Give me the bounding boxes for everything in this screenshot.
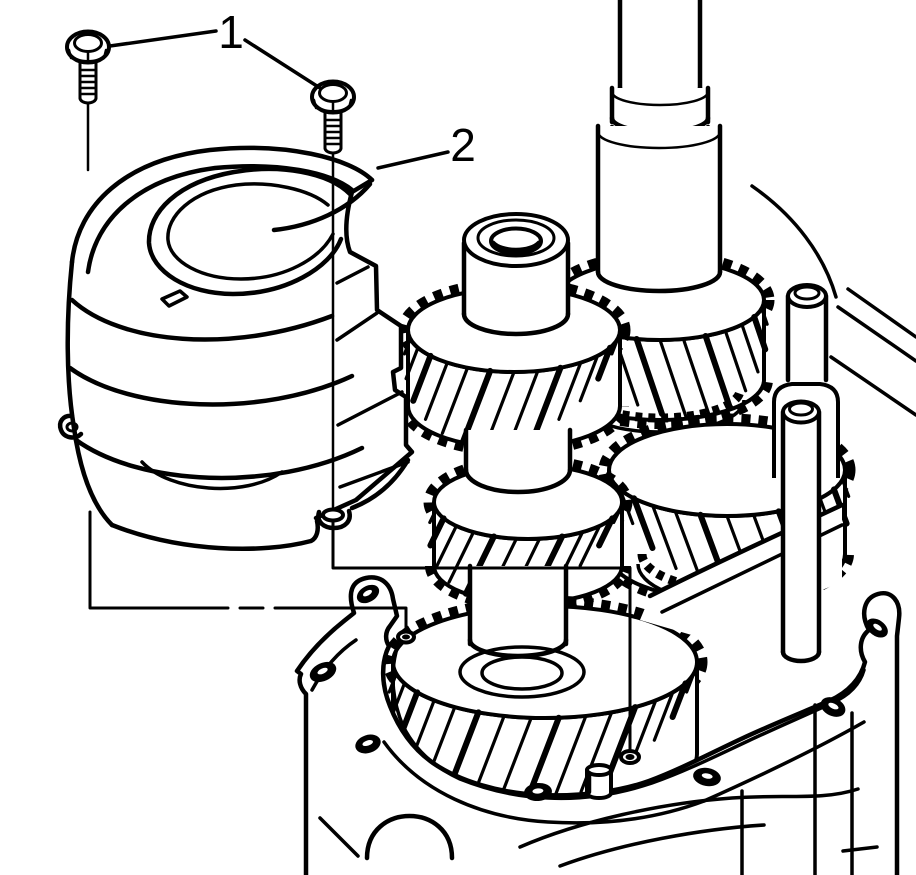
case-bolt-holes	[309, 584, 888, 802]
bolt-shank	[323, 110, 343, 150]
input-shaft	[595, 0, 723, 294]
callout-1-leader-b	[243, 38, 322, 90]
projection-line-left	[88, 510, 230, 610]
callouts: 1 2	[108, 6, 476, 171]
case-arch-rib	[364, 813, 455, 861]
projection-line-right	[331, 519, 632, 752]
dowel-pin-lower	[780, 399, 822, 664]
dowel-pins	[772, 283, 840, 664]
baffle-bolt-right	[310, 79, 356, 512]
callout-2-label: 2	[450, 119, 476, 171]
countershaft	[463, 427, 573, 495]
gear-upper-left-hub	[461, 212, 571, 337]
projection-lines	[88, 510, 632, 752]
baffle-ear-tab	[57, 413, 84, 440]
oil-baffle	[57, 145, 415, 552]
bolt-shank	[78, 60, 98, 100]
baffle-stepped-edge	[313, 177, 415, 521]
dowel-pin-upper	[785, 283, 829, 383]
flange-boss	[585, 763, 613, 800]
callout-1-label: 1	[218, 6, 244, 58]
baffle-bolt-hole-front	[396, 629, 416, 645]
case-body	[297, 577, 900, 875]
baffle-bolt-hole-rear	[619, 749, 641, 765]
baffle-bolt-left	[65, 29, 111, 172]
callout-2-leader	[376, 150, 450, 170]
gear-bottom-hub	[458, 563, 586, 699]
callout-1-leader-a	[108, 29, 218, 48]
